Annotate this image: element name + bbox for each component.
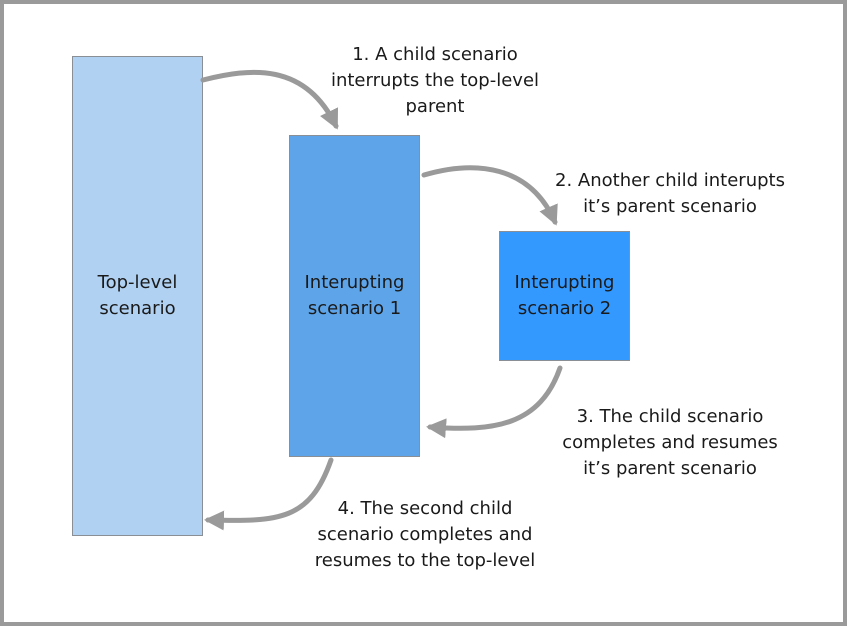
interrupting-scenario-1-box: Interupting scenario 1: [289, 135, 420, 457]
arrow-step-4: [204, 457, 334, 531]
interrupting-scenario-1-label: Interupting scenario 1: [304, 272, 405, 319]
arrow-step-3: [426, 365, 563, 439]
step-2-note: 2. Another child interupts it’s parent s…: [555, 170, 785, 217]
interrupting-scenario-2-box: Interupting scenario 2: [499, 231, 630, 361]
top-level-scenario-label: Top-level scenario: [97, 272, 178, 319]
step-1-note: 1. A child scenario interrupts the top-l…: [330, 44, 540, 117]
arrow-step-1: [200, 69, 339, 130]
step-3-note: 3. The child scenario completes and resu…: [562, 406, 778, 479]
interrupting-scenario-2-label: Interupting scenario 2: [514, 272, 615, 319]
top-level-scenario-box: Top-level scenario: [72, 56, 203, 536]
arrow-step-2: [421, 165, 558, 226]
step-4-note: 4. The second child scenario completes a…: [314, 498, 536, 571]
